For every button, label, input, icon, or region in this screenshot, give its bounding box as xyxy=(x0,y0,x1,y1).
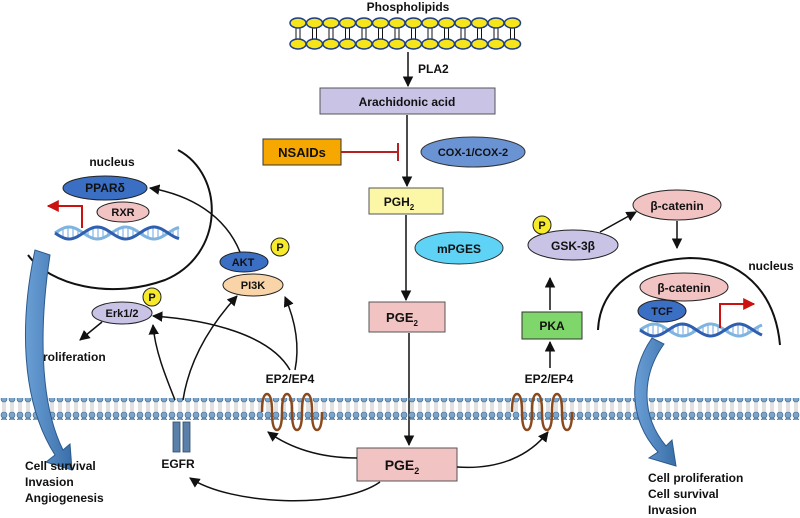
pgh2-label: PGH2 xyxy=(384,195,415,212)
left-outcome-item: Angiogenesis xyxy=(25,491,104,505)
akt-phospho-icon xyxy=(270,237,290,257)
ep-receptor-left-icon xyxy=(260,392,324,432)
ep-left-label: EP2/EP4 xyxy=(266,372,315,386)
mpges-label: mPGES xyxy=(437,242,481,256)
proliferation-label: Proliferation xyxy=(35,350,106,364)
gsk-ellipse xyxy=(527,229,619,261)
pge2-upper-box xyxy=(368,301,446,333)
right-outcome-item: Cell survival xyxy=(648,487,719,501)
phospholipid-chain-icon xyxy=(289,17,522,50)
gsk-label: GSK-3β xyxy=(551,239,595,253)
gsk-to-beta-catenin-arrow xyxy=(599,211,637,233)
arachidonic-acid-box xyxy=(319,87,496,115)
ep-right-label: EP2/EP4 xyxy=(525,372,574,386)
pge2-to-ep-right-arrow xyxy=(456,431,549,469)
akt-label: AKT xyxy=(232,257,255,269)
pge2-to-egfr-arrow xyxy=(189,477,381,502)
dna-right-icon xyxy=(639,322,763,338)
erk-to-proliferation-arrow xyxy=(79,321,103,341)
outcome-left-big-arrow-icon xyxy=(24,249,73,471)
cox-label: COX-1/COX-2 xyxy=(438,147,508,159)
gene-left-arrow xyxy=(46,200,83,228)
arachidonic-acid-label: Arachidonic acid xyxy=(359,95,456,109)
cox-ellipse xyxy=(420,136,526,168)
pge2-lower-box xyxy=(356,447,458,482)
ep-receptor-right-icon xyxy=(510,392,574,432)
egfr-to-erk-arrow xyxy=(148,323,176,401)
akt-to-ppar-arrow xyxy=(148,184,241,253)
pge2-upper-label: PGE2 xyxy=(386,310,418,328)
phospholipids-label: Phospholipids xyxy=(367,0,450,14)
nucleus-left-membrane xyxy=(27,149,213,291)
pi3k-ellipse xyxy=(222,273,284,297)
right-outcome-item: Cell proliferation xyxy=(648,471,743,485)
dna-left-icon xyxy=(54,225,180,241)
cell-membrane xyxy=(0,398,800,420)
pge2-lower-label: PGE2 xyxy=(385,457,420,476)
right-outcome-item: Invasion xyxy=(648,503,697,517)
egfr-label: EGFR xyxy=(161,457,195,471)
beta-catenin-label: β-catenin xyxy=(650,199,703,213)
akt-ellipse xyxy=(219,251,269,273)
ep-to-pi3k-arrow xyxy=(283,296,298,371)
akt-phospho-label: P xyxy=(276,242,283,254)
pge2-to-ep-left-arrow xyxy=(267,431,358,459)
beta-catenin-nucleus-label: β-catenin xyxy=(657,281,710,295)
nucleus-right-label: nucleus xyxy=(748,259,794,273)
ppar-label: PPARδ xyxy=(85,181,125,195)
left-outcome-item: Invasion xyxy=(25,475,74,489)
egfr-to-pi3k-arrow xyxy=(182,295,238,401)
nsaids-box xyxy=(262,138,342,166)
egfr-receptor-icon-a xyxy=(172,421,181,453)
nucleus-right-membrane xyxy=(597,256,781,346)
pka-box xyxy=(521,311,583,340)
nucleus-left-label: nucleus xyxy=(89,155,135,169)
rxr-label: RXR xyxy=(111,207,134,219)
gsk-phospho-icon xyxy=(532,215,552,235)
gene-right-arrow xyxy=(719,298,756,328)
erk-phospho-label: P xyxy=(148,292,155,304)
pka-label: PKA xyxy=(539,319,565,333)
outcome-right-big-arrow-icon xyxy=(634,337,677,467)
pi3k-label: PI3K xyxy=(241,280,266,292)
gsk-phospho-label: P xyxy=(538,220,545,232)
left-outcome-item: Cell survival xyxy=(25,459,96,473)
egfr-receptor-icon-b xyxy=(182,421,191,453)
beta-catenin-nucleus-ellipse xyxy=(639,272,729,302)
pgh2-box xyxy=(368,187,444,215)
mpges-ellipse xyxy=(414,231,504,265)
right-outcomes-list: Cell proliferation Cell survival Invasio… xyxy=(648,471,743,517)
left-outcomes-list: Cell survival Invasion Angiogenesis xyxy=(25,459,104,505)
rxr-ellipse xyxy=(96,201,150,223)
pla2-label: PLA2 xyxy=(418,62,449,76)
ppar-ellipse xyxy=(62,175,148,201)
tcf-ellipse xyxy=(637,299,687,323)
erk-phospho-icon xyxy=(142,287,162,307)
ep-to-erk-arrow xyxy=(151,311,291,371)
beta-catenin-ellipse xyxy=(632,189,722,221)
erk-label: Erk1/2 xyxy=(105,308,138,320)
tcf-label: TCF xyxy=(651,306,673,318)
nsaids-label: NSAIDs xyxy=(278,145,326,160)
